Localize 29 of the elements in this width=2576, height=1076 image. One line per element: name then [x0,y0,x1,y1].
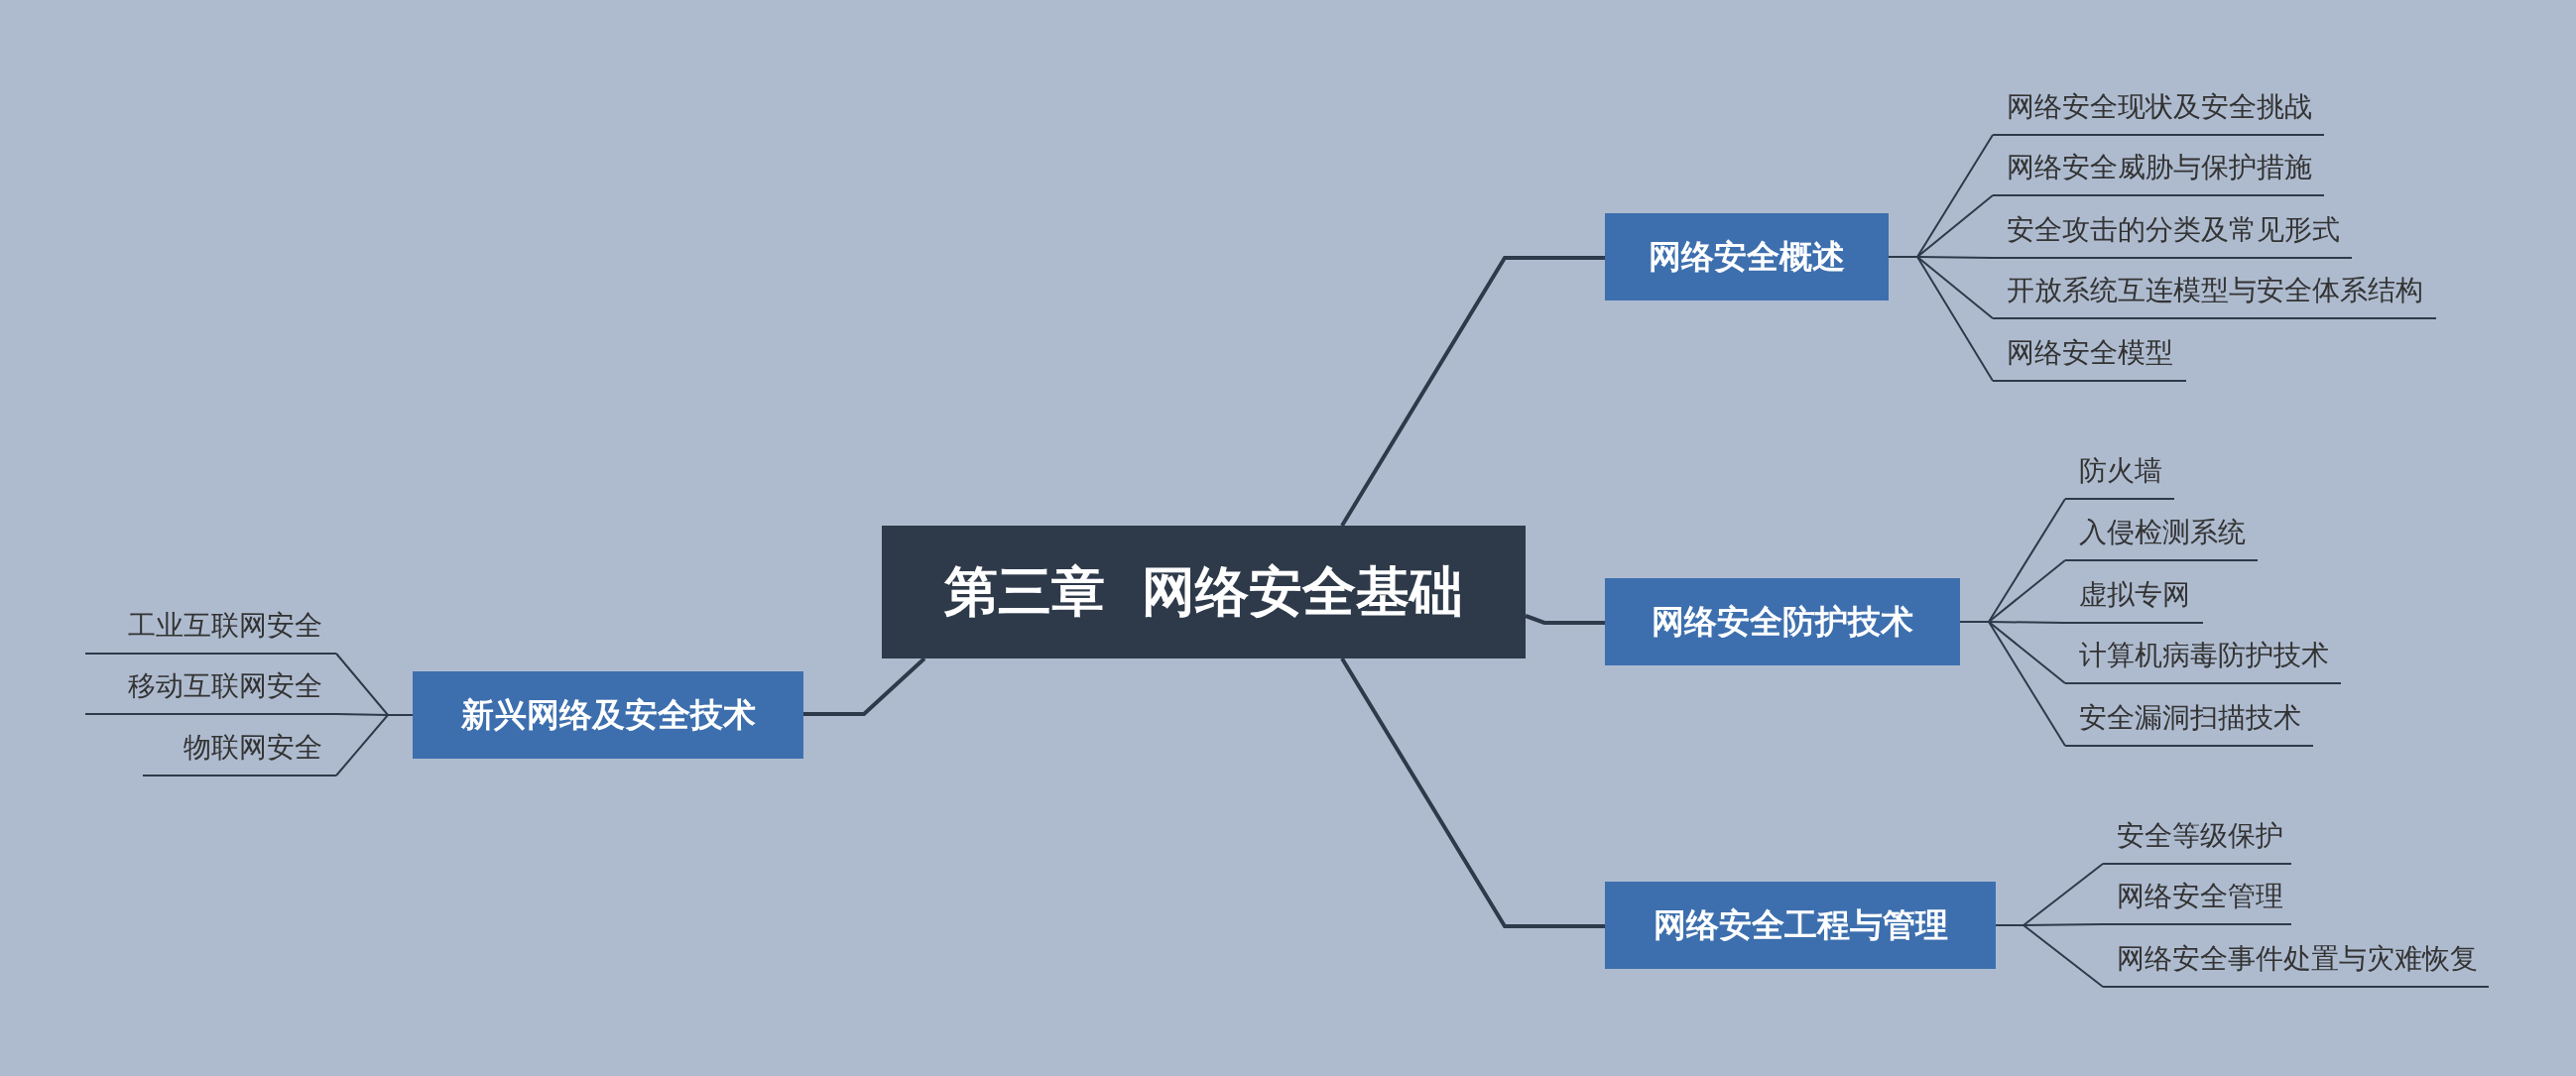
subtopic-label: 网络安全事件处置与灾难恢复 [2103,937,2489,988]
subtopic-label: 工业互联网安全 [85,604,336,655]
subtopic-label: 网络安全威胁与保护措施 [1993,146,2324,196]
connector-line [1525,614,1605,625]
connector-line [1888,256,1994,382]
subtopic-label: 网络安全模型 [1993,331,2186,382]
connector-line [1995,924,2104,988]
topic-box: 新兴网络及安全技术 [413,671,803,759]
subtopic-label: 物联网安全 [143,726,336,777]
topic-box: 网络安全概述 [1605,213,1889,300]
subtopic-label: 计算机病毒防护技术 [2065,634,2341,684]
subtopic-label: 虚拟专网 [2065,573,2203,624]
connector-line [1959,621,2066,747]
subtopic-label: 网络安全管理 [2103,875,2291,925]
connector-line [1340,657,1605,928]
connector-line [335,714,414,777]
subtopic-label: 安全攻击的分类及常见形式 [1993,208,2352,259]
subtopic-label: 防火墙 [2065,449,2174,500]
topic-box: 网络安全工程与管理 [1605,882,1996,969]
central-topic-box: 第三章 网络安全基础 [882,526,1526,658]
subtopic-label: 入侵检测系统 [2065,511,2258,561]
subtopic-label: 网络安全现状及安全挑战 [1993,85,2324,136]
topic-box: 网络安全防护技术 [1605,578,1960,665]
connector-line [803,657,926,716]
subtopic-label: 安全漏洞扫描技术 [2065,696,2313,747]
subtopic-label: 开放系统互连模型与安全体系结构 [1993,269,2436,319]
subtopic-label: 安全等级保护 [2103,814,2291,865]
connector-line [1340,256,1605,528]
subtopic-label: 移动互联网安全 [85,664,336,715]
